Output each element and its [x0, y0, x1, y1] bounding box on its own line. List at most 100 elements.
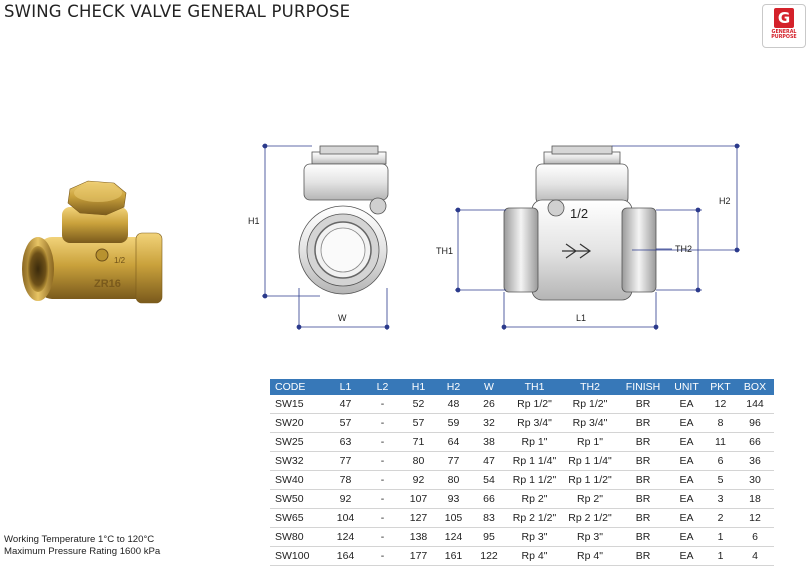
table-cell: Rp 1" [507, 432, 562, 452]
flow-direction-arrow [562, 243, 592, 259]
table-cell: EA [668, 489, 705, 509]
table-cell: 3 [705, 489, 736, 509]
table-cell: Rp 3/4" [507, 413, 562, 433]
table-cell: 1 [705, 546, 736, 566]
table-cell: 122 [471, 546, 507, 566]
table-cell: 77 [327, 451, 364, 471]
badge-label: GENERAL PURPOSE [771, 30, 796, 41]
label-w: W [338, 313, 347, 323]
table-cell: EA [668, 413, 705, 433]
table-cell: - [364, 451, 401, 471]
table-cell: 92 [327, 489, 364, 509]
table-cell: BR [618, 527, 668, 547]
table-cell: 48 [436, 395, 471, 414]
table-cell: 4 [736, 546, 774, 566]
table-cell: 77 [436, 451, 471, 471]
table-cell: 83 [471, 508, 507, 528]
table-cell: BR [618, 546, 668, 566]
table-cell: SW15 [270, 395, 327, 414]
table-cell: 164 [327, 546, 364, 566]
table-cell: EA [668, 527, 705, 547]
table-cell: 18 [736, 489, 774, 509]
table-cell: Rp 4" [562, 546, 618, 566]
table-cell: SW65 [270, 508, 327, 528]
header-h1: H1 [401, 379, 436, 395]
table-cell: 124 [436, 527, 471, 547]
general-purpose-badge: G GENERAL PURPOSE [762, 4, 806, 48]
table-cell: 11 [705, 432, 736, 452]
table-cell: BR [618, 470, 668, 490]
table-cell: BR [618, 489, 668, 509]
table-cell: 66 [471, 489, 507, 509]
side-view: 1/2 [503, 145, 657, 301]
table-cell: Rp 3/4" [562, 413, 618, 433]
table-cell: - [364, 432, 401, 452]
table-cell: 64 [436, 432, 471, 452]
end-view [298, 145, 389, 295]
table-cell: EA [668, 470, 705, 490]
table-cell: 161 [436, 546, 471, 566]
table-cell: BR [618, 451, 668, 471]
table-cell: 6 [736, 527, 774, 547]
label-th2: TH2 [675, 244, 692, 254]
valve-photo: 1/2 ZR16 [22, 180, 163, 304]
header-l2: L2 [364, 379, 401, 395]
table-cell: BR [618, 413, 668, 433]
table-cell: SW40 [270, 470, 327, 490]
table-cell: SW32 [270, 451, 327, 471]
label-h1: H1 [248, 216, 260, 226]
table-cell: Rp 1 1/4" [562, 451, 618, 471]
label-h2: H2 [719, 196, 731, 206]
table-cell: 30 [736, 470, 774, 490]
table-cell: EA [668, 546, 705, 566]
table-cell: Rp 4" [507, 546, 562, 566]
dimension-labels: H1 W TH1 TH2 H2 L1 [248, 196, 731, 323]
table-cell: 127 [401, 508, 436, 528]
photo-size-marking: 1/2 [114, 256, 126, 265]
table-cell: EA [668, 508, 705, 528]
table-cell: 59 [436, 413, 471, 433]
table-cell: Rp 2" [507, 489, 562, 509]
table-cell: 144 [736, 395, 774, 414]
header-th2: TH2 [562, 379, 618, 395]
table-cell: - [364, 546, 401, 566]
table-cell: 104 [327, 508, 364, 528]
table-cell: 80 [401, 451, 436, 471]
table-cell: 36 [736, 451, 774, 471]
table-cell: 12 [705, 395, 736, 414]
table-cell: - [364, 527, 401, 547]
table-cell: Rp 2 1/2" [562, 508, 618, 528]
table-header-row: CODE L1 L2 H1 H2 W TH1 TH2 FINISH UNIT P… [270, 379, 774, 395]
header-pkt: PKT [705, 379, 736, 395]
operating-notes: Working Temperature 1°C to 120°C Maximum… [4, 534, 160, 558]
table-cell: 80 [436, 470, 471, 490]
table-cell: BR [618, 395, 668, 414]
table-cell: 47 [471, 451, 507, 471]
badge-letter: G [774, 8, 794, 28]
dimension-drawing: 1/2 H1 W TH1 [248, 143, 740, 330]
table-cell: Rp 3" [507, 527, 562, 547]
header-finish: FINISH [618, 379, 668, 395]
header-code: CODE [270, 379, 327, 395]
table-cell: 52 [401, 395, 436, 414]
table-cell: 107 [401, 489, 436, 509]
table-cell: Rp 2" [562, 489, 618, 509]
table-cell: 2 [705, 508, 736, 528]
table-cell: 54 [471, 470, 507, 490]
header-box: BOX [736, 379, 774, 395]
header-unit: UNIT [668, 379, 705, 395]
table-cell: SW25 [270, 432, 327, 452]
table-cell: Rp 1/2" [562, 395, 618, 414]
table-cell: Rp 1" [562, 432, 618, 452]
table-cell: EA [668, 432, 705, 452]
table-cell: Rp 2 1/2" [507, 508, 562, 528]
table-cell: 63 [327, 432, 364, 452]
table-cell: EA [668, 395, 705, 414]
table-cell: - [364, 508, 401, 528]
